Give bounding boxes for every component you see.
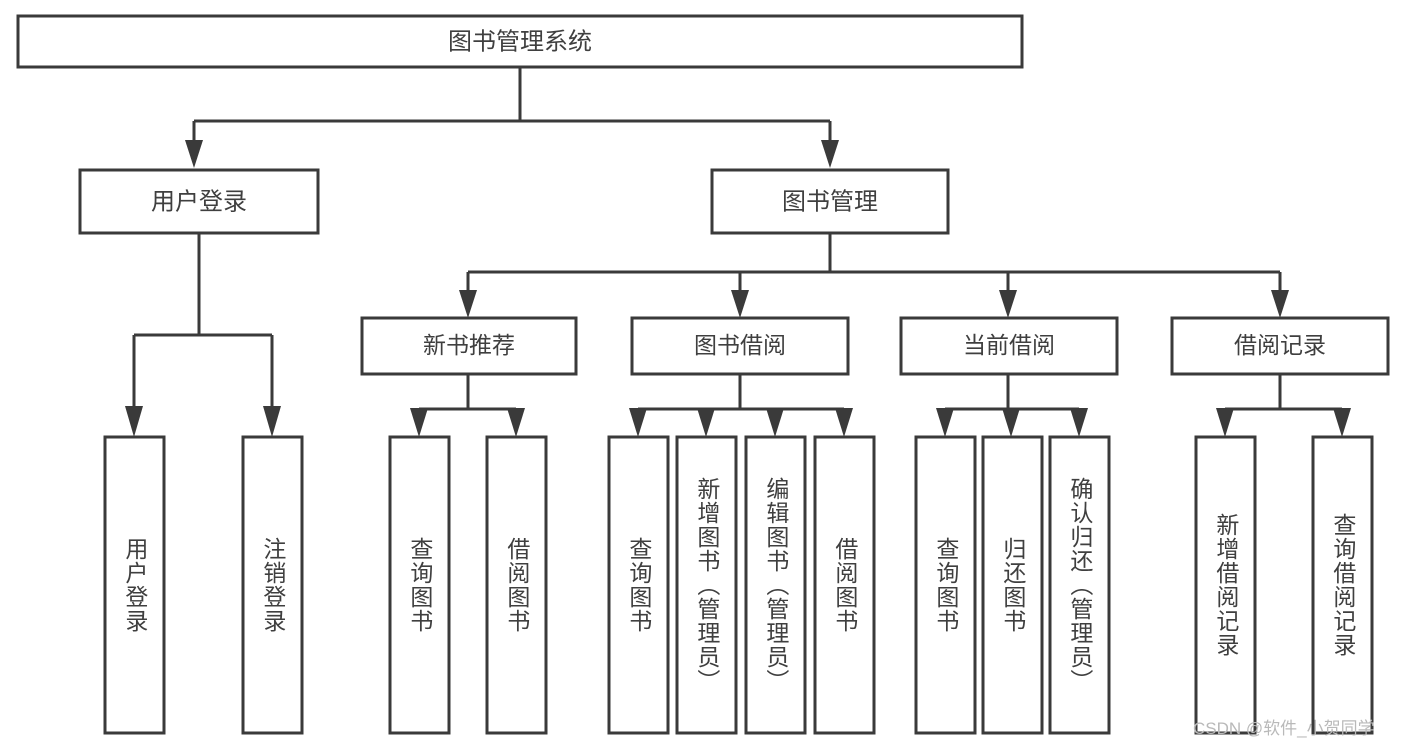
edges-book-mgmt-to-level3 <box>459 233 1289 318</box>
leaf-bb-borrow-book-rect[interactable] <box>813 435 876 735</box>
leaf-bb-query-book[interactable]: 查询图书 <box>607 435 670 735</box>
arrowhead-current-borrow <box>999 290 1017 318</box>
arrowhead-cb-confirm-return <box>1070 408 1088 437</box>
node-book-borrow-rect[interactable] <box>630 316 850 376</box>
node-book-borrow[interactable]: 图书借阅 <box>630 316 850 376</box>
arrowhead-cb-query-book <box>936 408 954 437</box>
arrowhead-user-login <box>185 140 203 168</box>
node-borrow-record-rect[interactable] <box>1170 316 1390 376</box>
leaf-logout-label: 注销登录 <box>259 537 286 633</box>
node-current-borrow[interactable]: 当前借阅 <box>899 316 1119 376</box>
node-user-login-rect[interactable] <box>78 168 320 235</box>
arrowhead-bb-query-book <box>629 408 647 437</box>
arrowhead-nb-borrow-book <box>507 408 525 437</box>
edges-bookborrow-to-leaves <box>629 374 853 437</box>
leaf-bb-borrow-book-label: 借阅图书 <box>831 537 858 633</box>
leaf-user-login-rect[interactable] <box>103 435 166 735</box>
node-root-label: 图书管理系统 <box>448 28 592 55</box>
leaf-user-login-label: 用户登录 <box>121 537 148 633</box>
node-current-borrow-rect[interactable] <box>899 316 1119 376</box>
leaf-bb-edit-book-rect[interactable] <box>744 435 807 735</box>
leaf-br-query-record[interactable]: 查询借阅记录 <box>1311 435 1374 735</box>
leaf-br-add-record-rect[interactable] <box>1194 435 1257 735</box>
arrowhead-bb-edit-book <box>766 408 784 437</box>
edges-newbook-to-leaves <box>410 374 525 437</box>
leaf-nb-query-book-rect[interactable] <box>388 435 451 735</box>
leaf-logout[interactable]: 注销登录 <box>241 435 304 735</box>
leaf-cb-return-book-rect[interactable] <box>981 435 1044 735</box>
leaf-user-login[interactable]: 用户登录 <box>103 435 166 735</box>
edges-root-to-level2 <box>185 67 839 168</box>
leaf-nb-query-book[interactable]: 查询图书 <box>388 435 451 735</box>
arrowhead-br-query-record <box>1333 408 1351 437</box>
arrowhead-bb-borrow-book <box>835 408 853 437</box>
arrowhead-leaf-logout <box>263 406 281 437</box>
arrowhead-nb-query-book <box>410 408 428 437</box>
node-book-management-label: 图书管理 <box>782 188 878 215</box>
leaf-cb-confirm-return[interactable]: 确认归还（管理员） <box>1048 435 1111 735</box>
edges-borrowrecord-to-leaves <box>1216 374 1351 437</box>
leaf-logout-rect[interactable] <box>241 435 304 735</box>
arrowhead-book-mgmt <box>821 140 839 168</box>
leaf-br-add-record-label: 新增借阅记录 <box>1212 513 1239 657</box>
leaf-cb-return-book-label: 归还图书 <box>999 537 1026 633</box>
leaf-bb-borrow-book[interactable]: 借阅图书 <box>813 435 876 735</box>
arrowhead-new-book-rec <box>459 290 477 318</box>
leaf-cb-confirm-return-rect[interactable] <box>1048 435 1111 735</box>
node-borrow-record-label: 借阅记录 <box>1234 332 1326 358</box>
arrowhead-bb-add-book <box>697 408 715 437</box>
node-root[interactable]: 图书管理系统 <box>16 14 1024 69</box>
leaf-br-query-record-label: 查询借阅记录 <box>1329 513 1356 657</box>
leaf-bb-query-book-label: 查询图书 <box>625 537 652 633</box>
node-book-management[interactable]: 图书管理 <box>710 168 950 235</box>
node-new-book-recommend-rect[interactable] <box>360 316 578 376</box>
edges-user-login-to-leaves <box>125 233 281 437</box>
leaf-bb-add-book-label: 新增图书（管理员） <box>693 477 720 693</box>
leaf-cb-query-book-label: 查询图书 <box>932 537 959 633</box>
leaf-cb-confirm-return-label: 确认归还（管理员） <box>1066 477 1093 693</box>
leaf-bb-add-book-rect[interactable] <box>675 435 738 735</box>
arrowhead-leaf-user-login <box>125 406 143 437</box>
node-new-book-recommend[interactable]: 新书推荐 <box>360 316 578 376</box>
leaf-nb-borrow-book[interactable]: 借阅图书 <box>485 435 548 735</box>
arrowhead-borrow-record <box>1271 290 1289 318</box>
edges-currentborrow-to-leaves <box>936 374 1088 437</box>
leaf-bb-edit-book[interactable]: 编辑图书（管理员） <box>744 435 807 735</box>
node-book-borrow-label: 图书借阅 <box>694 332 786 358</box>
leaf-cb-return-book[interactable]: 归还图书 <box>981 435 1044 735</box>
node-book-management-rect[interactable] <box>710 168 950 235</box>
leaf-cb-query-book-rect[interactable] <box>914 435 977 735</box>
node-borrow-record[interactable]: 借阅记录 <box>1170 316 1390 376</box>
leaf-br-query-record-rect[interactable] <box>1311 435 1374 735</box>
node-root-rect[interactable] <box>16 14 1024 69</box>
node-new-book-recommend-label: 新书推荐 <box>423 332 515 358</box>
leaf-bb-add-book[interactable]: 新增图书（管理员） <box>675 435 738 735</box>
arrowhead-book-borrow <box>731 290 749 318</box>
leaf-br-add-record[interactable]: 新增借阅记录 <box>1194 435 1257 735</box>
node-user-login-label: 用户登录 <box>151 188 247 215</box>
node-user-login[interactable]: 用户登录 <box>78 168 320 235</box>
leaf-bb-edit-book-label: 编辑图书（管理员） <box>762 477 789 693</box>
leaf-cb-query-book[interactable]: 查询图书 <box>914 435 977 735</box>
leaf-bb-query-book-rect[interactable] <box>607 435 670 735</box>
leaf-nb-query-book-label: 查询图书 <box>406 537 433 633</box>
leaf-nb-borrow-book-label: 借阅图书 <box>503 537 530 633</box>
arrowhead-br-add-record <box>1216 408 1234 437</box>
leaf-nb-borrow-book-rect[interactable] <box>485 435 548 735</box>
arrowhead-cb-return-book <box>1002 408 1020 437</box>
node-current-borrow-label: 当前借阅 <box>963 332 1055 358</box>
